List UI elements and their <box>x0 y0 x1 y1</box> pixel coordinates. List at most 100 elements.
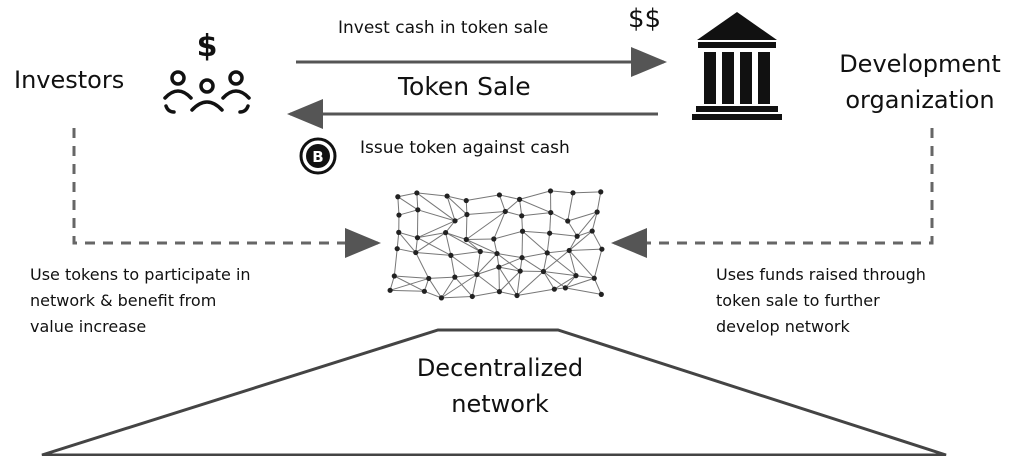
mesh-link <box>446 195 456 221</box>
mesh-link <box>476 274 500 293</box>
people-with-dollar-icon: $ <box>163 29 251 114</box>
mesh-node <box>519 228 526 234</box>
mesh-node <box>496 192 503 198</box>
mesh-node <box>491 236 497 242</box>
mesh-link <box>394 275 425 292</box>
mesh-node <box>414 190 420 196</box>
mesh-link <box>550 212 568 222</box>
mesh-link <box>398 209 418 216</box>
mesh-node <box>566 247 572 254</box>
mesh-link <box>394 275 429 279</box>
mesh-node <box>589 228 595 234</box>
mesh-link <box>466 239 498 255</box>
mesh-link <box>466 238 494 241</box>
mesh-node <box>452 274 458 280</box>
mesh-node <box>426 275 432 282</box>
mesh-link <box>472 291 500 297</box>
mesh-link <box>397 196 400 216</box>
mesh-node <box>463 236 469 243</box>
mesh-link <box>446 195 468 215</box>
mesh-link <box>496 253 521 272</box>
mesh-node <box>396 229 402 235</box>
mesh-link <box>441 295 473 299</box>
mesh-link <box>465 211 506 240</box>
mesh-node <box>551 286 557 292</box>
mesh-node <box>477 248 483 255</box>
mesh-link <box>499 291 518 297</box>
mesh-link <box>546 233 551 253</box>
mesh-link <box>596 191 602 213</box>
right-dashed-connector <box>611 128 934 258</box>
mesh-link <box>496 253 523 259</box>
mesh-node <box>463 197 469 204</box>
left-note-line1: Use tokens to participate in <box>30 265 251 284</box>
mesh-node <box>548 209 554 216</box>
currency-symbol: $$ <box>628 4 662 34</box>
mesh-link <box>543 271 577 277</box>
mesh-link <box>542 252 548 272</box>
svg-text:$: $ <box>197 29 218 64</box>
mesh-node <box>394 246 400 252</box>
mesh-link <box>521 212 551 217</box>
mesh-node <box>395 194 401 200</box>
development-organization-label: Development organization <box>820 46 1020 118</box>
mesh-link <box>516 271 521 296</box>
mesh-link <box>476 266 500 275</box>
mesh-node <box>516 196 523 202</box>
mesh-link <box>554 275 577 290</box>
mesh-link <box>543 271 555 290</box>
mesh-link <box>568 250 577 276</box>
mesh-link <box>466 210 506 216</box>
mesh-node <box>464 211 470 218</box>
mesh-link <box>390 289 425 292</box>
mesh-link <box>454 276 473 297</box>
mesh-link <box>480 251 498 255</box>
mesh-link <box>498 257 523 268</box>
mesh-node <box>421 288 427 294</box>
mesh-link <box>565 277 595 289</box>
mesh-link <box>415 252 451 256</box>
mesh-node <box>413 249 419 256</box>
network-label-line2: network <box>451 390 549 418</box>
mesh-node <box>517 268 523 274</box>
mesh-link <box>417 220 456 239</box>
mesh-link <box>591 211 598 232</box>
mesh-link <box>575 275 595 279</box>
mesh-link <box>428 278 442 299</box>
mesh-link <box>498 194 506 212</box>
mesh-node <box>415 207 421 213</box>
left-note-line2: network & benefit from <box>30 291 217 310</box>
mesh-link <box>565 275 577 289</box>
mesh-link <box>398 232 417 253</box>
mesh-link <box>543 250 570 272</box>
right-note-line3: develop network <box>716 317 850 336</box>
mesh-link <box>417 232 446 239</box>
mesh-node <box>444 193 450 199</box>
mesh-link <box>416 192 456 222</box>
mesh-node <box>598 189 604 195</box>
mesh-link <box>445 232 467 240</box>
mesh-link <box>504 198 520 212</box>
mesh-node <box>591 275 597 281</box>
mesh-link <box>446 195 467 202</box>
mesh-node <box>494 250 500 257</box>
mesh-node <box>414 235 421 241</box>
mesh-link <box>450 251 481 256</box>
development-label-line2: organization <box>845 86 995 114</box>
mesh-link <box>499 194 520 200</box>
mesh-link <box>576 230 593 237</box>
mesh-link <box>568 230 593 251</box>
mesh-link <box>565 287 602 295</box>
mesh-node <box>387 287 393 293</box>
mesh-link <box>493 230 523 240</box>
mesh-link <box>397 248 416 254</box>
mesh-link <box>417 237 452 256</box>
mesh-node <box>598 291 604 297</box>
mesh-node <box>594 209 600 215</box>
mesh-link <box>396 232 400 249</box>
mesh-link <box>549 232 578 237</box>
token-sale-label: Token Sale <box>398 72 531 101</box>
mesh-link <box>445 232 452 256</box>
mesh-link <box>519 198 551 214</box>
mesh-node <box>540 268 547 275</box>
